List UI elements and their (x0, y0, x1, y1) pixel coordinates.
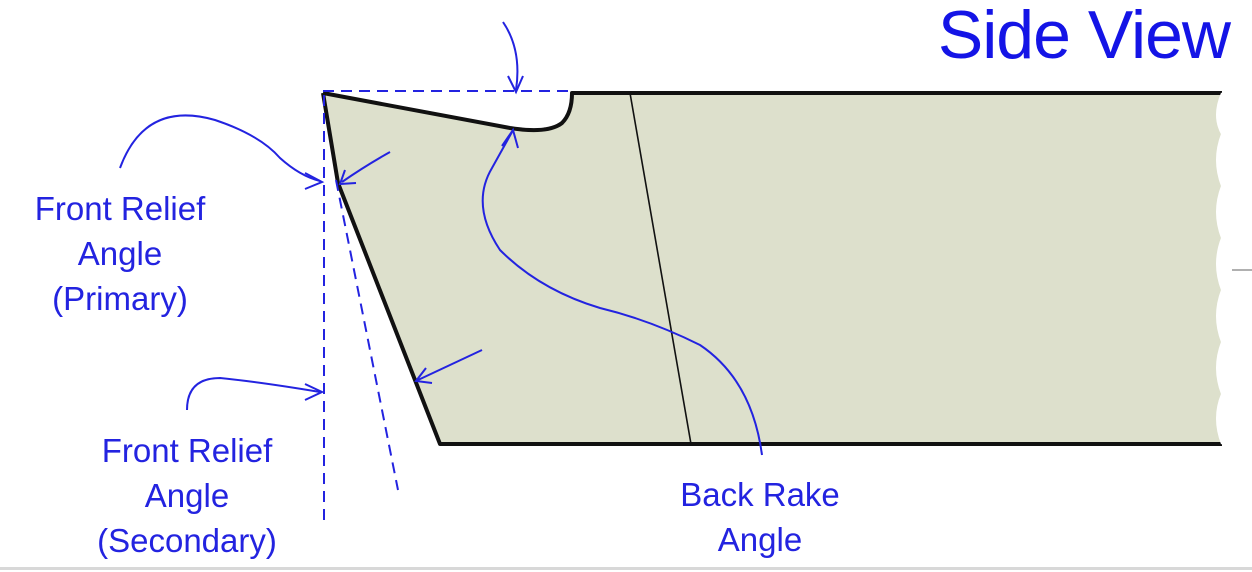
tool-body (323, 93, 1222, 444)
primary-angle-arrow (341, 151, 391, 183)
secondary-leader-arrowhead-icon (304, 383, 325, 401)
shank-line (629, 92, 692, 445)
secondary-leader-arrow (186, 376, 321, 411)
break-edge (1216, 92, 1224, 445)
primary-leader-arrow (119, 114, 321, 182)
back-rake-arrowhead-icon (501, 127, 519, 149)
top-arrowhead-icon (507, 75, 524, 95)
label-line: (Primary) (52, 280, 188, 317)
secondary-angle-arrowhead-icon (414, 367, 433, 384)
front-relief-angle-secondary-label: Front Relief Angle (Secondary) (82, 428, 292, 563)
flank-edge (321, 92, 1222, 446)
label-line: Front Relief (34, 190, 206, 227)
label-line: Angle (144, 477, 230, 514)
secondary-angle-arrow (417, 349, 483, 381)
back-rake-angle-label: Back Rake Angle (660, 472, 860, 562)
label-line: (Secondary) (97, 522, 277, 559)
bottom-divider (0, 567, 1252, 570)
label-line: Front Relief (101, 432, 273, 469)
label-line: Angle (717, 521, 803, 558)
label-line: Angle (77, 235, 163, 272)
top-angle-arrow (502, 21, 519, 91)
back-rake-leader-arrow (481, 131, 763, 456)
diagram-title: Side View (937, 0, 1231, 73)
primary-leader-arrowhead-icon (304, 172, 325, 190)
rake-face-edge (322, 91, 1222, 133)
primary-angle-arrowhead-icon (338, 169, 357, 186)
front-relief-angle-primary-label: Front Relief Angle (Primary) (20, 186, 220, 321)
label-line: Back Rake (680, 476, 840, 513)
